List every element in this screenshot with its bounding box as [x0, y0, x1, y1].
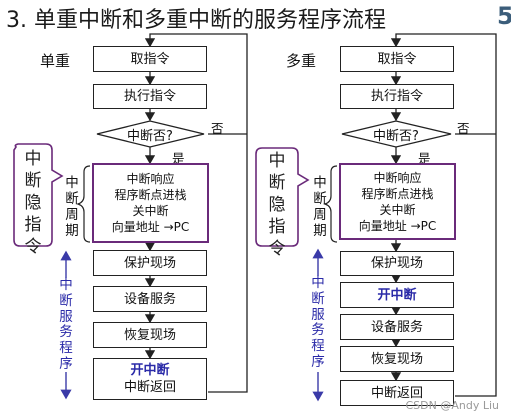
no-branch-label: 否: [457, 121, 470, 136]
interrupt-return-box: 中断返回: [340, 380, 454, 406]
save-context-box: 保护现场: [93, 250, 207, 276]
interrupt-decision: 中断否?: [127, 129, 173, 144]
enable-interrupt-text: 开中断: [130, 363, 170, 378]
fetch-instruction-box: 取指令: [93, 46, 207, 72]
cycle-line: 中断响应: [373, 170, 422, 185]
yes-branch-label: 是: [418, 151, 431, 166]
restore-context-box: 恢复现场: [93, 322, 207, 348]
interrupt-return-text: 中断返回: [123, 380, 176, 395]
mode-label-single: 单重: [40, 52, 71, 70]
interrupt-decision: 中断否?: [373, 129, 419, 144]
enable-interrupt-box: 开中断: [340, 282, 454, 308]
cycle-line: 程序断点进栈: [361, 186, 434, 201]
yes-branch-label: 是: [172, 151, 185, 166]
enable-return-box: 开中断 中断返回: [93, 358, 207, 400]
implicit-instruction-bubble: 中断隐指令: [24, 149, 42, 257]
watermark: CSDN @Andy Liu: [405, 399, 500, 412]
service-routine-label: 中断服务程序: [59, 277, 73, 372]
device-service-box: 设备服务: [340, 314, 454, 340]
corner-mark: 5: [497, 2, 511, 30]
interrupt-cycle-box: 中断响应 程序断点进栈 关中断 向量地址 →PC: [92, 163, 209, 243]
interrupt-cycle-label: 中断周期: [65, 175, 79, 239]
cycle-line: 向量地址 →PC: [358, 218, 437, 233]
cycle-line: 程序断点进栈: [114, 188, 187, 202]
device-service-box: 设备服务: [93, 286, 207, 312]
interrupt-cycle-box: 中断响应 程序断点进栈 关中断 向量地址 →PC: [339, 163, 456, 240]
fetch-instruction-box: 取指令: [340, 46, 454, 72]
cycle-line: 关中断: [379, 202, 416, 217]
service-routine-label: 中断服务程序: [311, 275, 325, 370]
interrupt-cycle-label: 中断周期: [313, 175, 327, 239]
implicit-instruction-bubble: 中断隐指令: [268, 151, 286, 259]
restore-context-box: 恢复现场: [340, 346, 454, 372]
save-context-box: 保护现场: [340, 251, 454, 276]
cycle-line: 中断响应: [126, 172, 175, 186]
execute-instruction-box: 执行指令: [93, 84, 207, 109]
cycle-line: 关中断: [132, 204, 169, 218]
cycle-line: 向量地址 →PC: [111, 220, 190, 234]
page-title: 3. 单重中断和多重中断的服务程序流程: [6, 8, 386, 33]
execute-instruction-box: 执行指令: [340, 84, 454, 109]
mode-label-multi: 多重: [286, 52, 317, 70]
no-branch-label: 否: [211, 121, 224, 136]
